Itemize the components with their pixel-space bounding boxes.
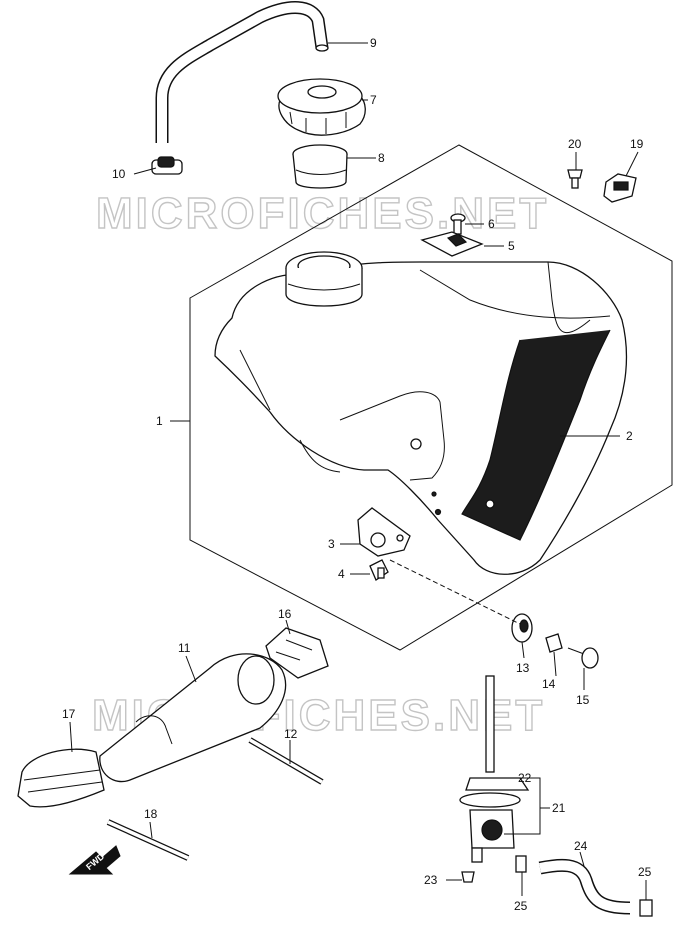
screw-20-part — [567, 169, 583, 189]
callout-12: 12 — [284, 727, 298, 741]
watermark-top: MICROFICHES.NET — [96, 189, 549, 238]
callout-2: 2 — [626, 429, 633, 443]
bracket-16-part — [265, 627, 329, 679]
heat-protector-11-part — [99, 653, 287, 783]
breather-hose-part — [155, 1, 329, 143]
callout-17: 17 — [62, 707, 76, 721]
fwd-arrow-icon: FWD — [68, 845, 121, 875]
callout-9: 9 — [370, 36, 377, 50]
callout-20: 20 — [568, 137, 582, 151]
leader-lines — [69, 42, 647, 900]
spacer-14-part — [545, 633, 563, 653]
bolt-4-part — [369, 559, 389, 581]
callout-11: 11 — [178, 641, 191, 655]
callout-8: 8 — [378, 151, 385, 165]
callout-14: 14 — [542, 677, 556, 691]
callout-13: 13 — [516, 661, 530, 675]
screw-23-part — [461, 871, 475, 883]
fuel-tank-part — [214, 251, 628, 575]
callout-18: 18 — [144, 807, 158, 821]
bracket-5-part — [420, 231, 484, 257]
fuel-cock-21-part — [459, 675, 530, 863]
cap-gasket-part — [292, 144, 348, 189]
callout-7: 7 — [370, 93, 377, 107]
fuel-cap-part — [277, 78, 366, 136]
callout-10: 10 — [112, 167, 126, 181]
bolt-15-part — [567, 647, 599, 669]
callout-19: 19 — [630, 137, 644, 151]
callout-6: 6 — [488, 217, 495, 231]
callout-22: 22 — [518, 771, 532, 785]
callout-23: 23 — [424, 873, 438, 887]
callout-4: 4 — [338, 567, 345, 581]
callout-24: 24 — [574, 839, 588, 853]
band-19-part — [603, 173, 637, 203]
callout-1: 1 — [156, 414, 163, 428]
plate-3-part — [357, 507, 411, 557]
screw-6-part — [450, 213, 466, 235]
callout-15: 15 — [576, 693, 590, 707]
callout-16: 16 — [278, 607, 292, 621]
hose-clamp-part — [151, 156, 183, 175]
callout-25b: 25 — [638, 865, 652, 879]
fuel-hose-24-part — [538, 858, 631, 915]
cover-17-part — [17, 748, 105, 808]
callout-5: 5 — [508, 239, 515, 253]
callout-25a: 25 — [514, 899, 528, 913]
clamp-25b-part — [639, 899, 653, 917]
tie-band-18-part — [106, 819, 190, 861]
callout-21: 21 — [552, 801, 566, 815]
assembly-boundary — [189, 144, 673, 651]
cushion-13-part — [511, 613, 533, 643]
clamp-25a-part — [515, 855, 527, 873]
callout-numbers: 9 7 8 10 20 19 6 5 1 2 3 4 13 14 15 11 1… — [62, 36, 652, 913]
callout-3: 3 — [328, 537, 335, 551]
tie-band-12-part — [248, 737, 324, 785]
